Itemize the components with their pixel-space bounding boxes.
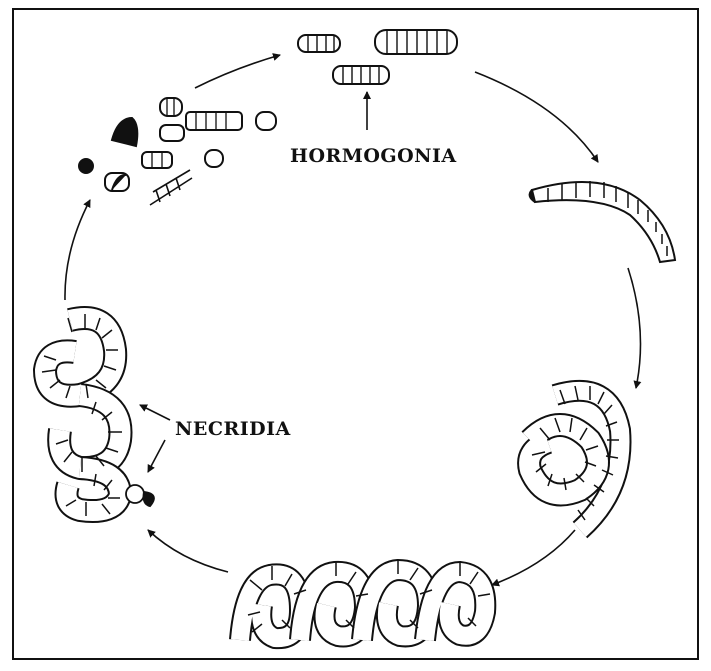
hormogonium-2 bbox=[375, 30, 457, 54]
hormogonium-3 bbox=[333, 66, 389, 84]
breaking-filament-fragments bbox=[79, 98, 276, 205]
arrow-coil-to-mat bbox=[492, 530, 575, 585]
hormogonia-fragments bbox=[298, 30, 457, 84]
necridium-cell bbox=[126, 485, 144, 503]
young-filament bbox=[530, 181, 675, 262]
coiled-filament-mat bbox=[240, 560, 490, 640]
hormogonium-1 bbox=[298, 35, 340, 52]
colony-with-necridia bbox=[42, 314, 154, 516]
coiling-filament bbox=[529, 386, 620, 530]
arrow-mat-to-necridia-colony bbox=[148, 530, 228, 572]
arrow-fragments-to-hormogonia bbox=[195, 55, 280, 88]
hormogonia-label: HORMOGONIA bbox=[290, 145, 457, 167]
arrow-colony-to-fragments bbox=[65, 200, 90, 300]
arrow-filament-to-coil bbox=[628, 268, 641, 388]
necridia-pointer-arrow-upper bbox=[140, 405, 170, 420]
arrow-hormogonia-to-filament bbox=[475, 72, 598, 162]
necridia-label: NECRIDIA bbox=[175, 418, 291, 440]
necridia-pointer-arrow-lower bbox=[148, 440, 165, 472]
